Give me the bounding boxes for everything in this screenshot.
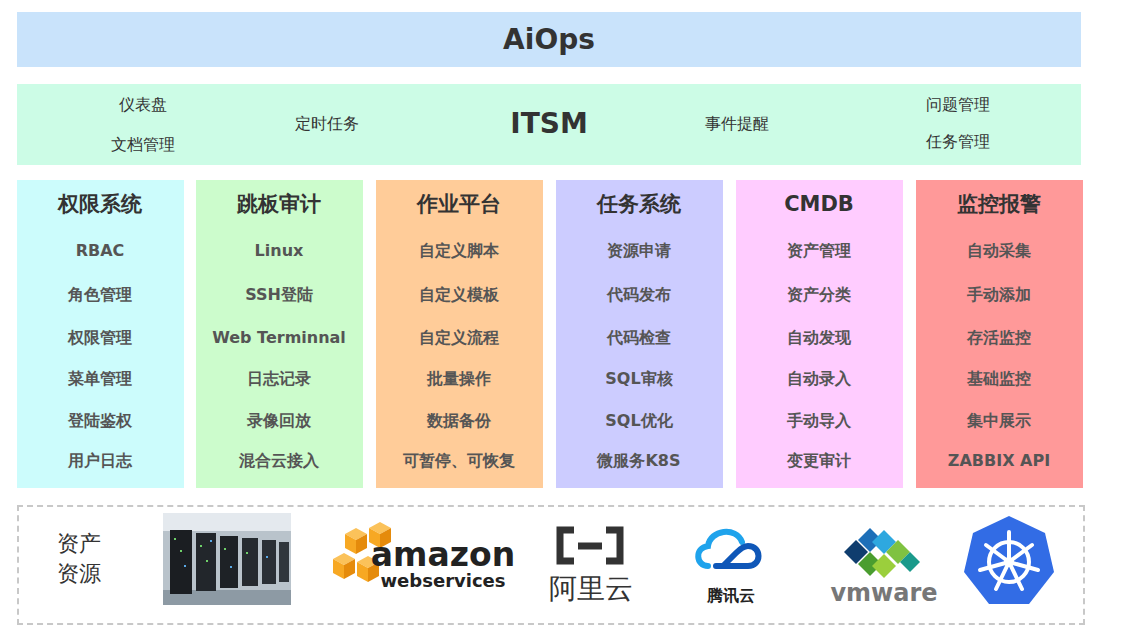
column-item: 代码发布 [607,285,671,304]
kubernetes-logo [964,516,1054,604]
column-item: 角色管理 [68,285,132,304]
column-item: 可暂停、可恢复 [403,451,515,470]
column-item: 批量操作 [427,369,491,388]
column-item: 手动添加 [967,285,1031,304]
column-item: ZABBIX API [948,451,1050,470]
itsm-band: 仪表盘文档管理 定时任务 ITSM 事件提醒 问题管理任务管理 [17,84,1081,165]
column-item: 资源申请 [607,241,671,260]
column-item: 资产分类 [787,285,851,304]
column-item: 自定义模板 [419,285,499,304]
itsm-item: 问题管理 [926,95,990,114]
vmware-icon [844,528,920,578]
column-heading: 任务系统 [597,192,681,217]
column-item: 变更审计 [787,451,851,470]
column-item: 集中展示 [967,411,1031,430]
column-item: 菜单管理 [68,369,132,388]
system-column: 跳板审计 LinuxSSH登陆 Web Terminnal 日志记录录像回放混合云接入 [196,180,363,488]
column-item: 自动采集 [967,241,1031,260]
column-heading: 权限系统 [58,192,142,217]
column-item: SSH登陆 [245,285,313,304]
band-title: AiOps [503,23,595,57]
column-item: 手动导入 [787,411,851,430]
column-item: 用户日志 [68,451,132,470]
column-item: 日志记录 [247,369,311,388]
column-item: SQL优化 [605,411,672,430]
system-column: 任务系统资源申请代码发布代码检查 SQL审核 SQL优化微服务K8S [556,180,723,488]
aliyun-text: 阿里云 [549,572,633,606]
system-column: 权限系统 RBAC 角色管理权限管理菜单管理登陆鉴权用户日志 [17,180,184,488]
column-item: 自定义流程 [419,328,499,347]
itsm-item: 定时任务 [295,114,359,133]
column-item: 自定义脚本 [419,241,499,260]
system-column: CMDB 资产管理资产分类自动发现自动录入手动导入变更审计 [736,180,903,488]
column-item: 自动发现 [787,328,851,347]
itsm-item: 任务管理 [926,132,990,151]
column-heading: 跳板审计 [237,192,321,217]
tencent-text: 腾讯云 [707,586,755,605]
column-heading: 作业平台 [417,192,501,217]
tencent-cloud-logo [698,532,758,566]
column-item: Linux [255,241,304,260]
asset-panel: 资产 资源 amazonwebservices 阿里云 腾讯云 vmware [17,505,1085,625]
column-item: 自动录入 [787,369,851,388]
column-item: Web Terminnal [212,328,346,347]
itsm-item: 仪表盘 [119,95,167,114]
column-item: 混合云接入 [239,451,319,470]
column-heading: 监控报警 [957,192,1041,217]
column-item: 权限管理 [68,328,132,347]
column-heading: CMDB [784,192,854,217]
asset-label: 资产 资源 [57,529,105,589]
aiops-band: AiOps [17,12,1081,67]
column-item: SQL审核 [605,369,672,388]
aws-text: webservices [380,570,505,592]
column-item: 登陆鉴权 [68,411,132,430]
aliyun-logo [560,530,620,561]
column-item: 存活监控 [967,328,1031,347]
itsm-item: 文档管理 [111,135,175,154]
column-item: RBAC [76,241,125,260]
column-item: 数据备份 [427,411,491,430]
column-item: 代码检查 [607,328,671,347]
system-column: 监控报警自动采集手动添加存活监控基础监控集中展示 ZABBIX API [916,180,1083,488]
column-item: 录像回放 [247,411,311,430]
column-item: 基础监控 [967,369,1031,388]
column-item: 微服务K8S [597,451,680,470]
band-title: ITSM [510,107,588,141]
system-column: 作业平台自定义脚本自定义模板自定义流程批量操作数据备份可暂停、可恢复 [376,180,543,488]
server-room-image [163,513,291,605]
vmware-text: vmware [830,579,937,608]
aws-text: amazon [371,535,515,575]
column-item: 资产管理 [787,241,851,260]
itsm-item: 事件提醒 [705,114,769,133]
